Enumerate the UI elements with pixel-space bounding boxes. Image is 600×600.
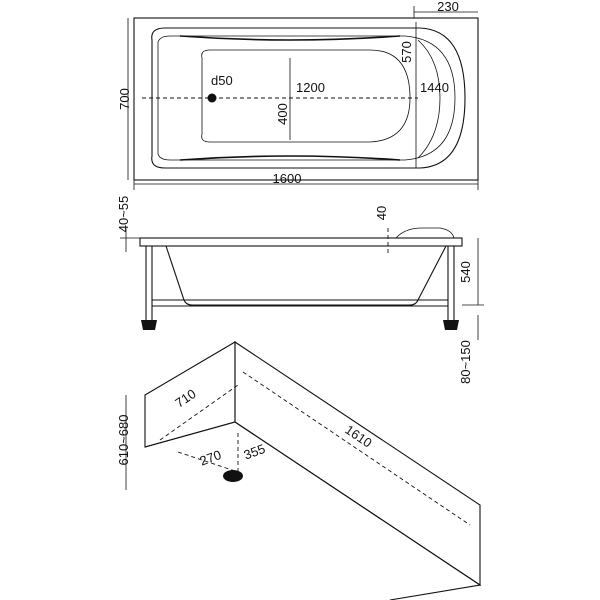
- inner-width-label: 570: [399, 41, 414, 63]
- back-wall: [234, 340, 481, 587]
- step-label: 40: [374, 206, 389, 220]
- bottom-length-label: 1200: [296, 80, 325, 95]
- tub-bottom: [201, 49, 411, 143]
- inner-length-label: 1440: [420, 80, 449, 95]
- foot-right: [443, 320, 459, 330]
- length-label: 1600: [273, 171, 302, 186]
- headrest-side: [395, 227, 455, 239]
- headrest-curve: [417, 39, 441, 159]
- headrest-label: 230: [437, 0, 459, 14]
- bottom-width-label: 400: [275, 103, 290, 125]
- niche-length-label: 1610: [342, 422, 374, 451]
- niche-width-label: 710: [172, 386, 198, 411]
- niche-length-dim-line: [242, 371, 471, 526]
- width-label: 700: [117, 88, 132, 110]
- niche-height-label: 610~680: [116, 415, 131, 466]
- tub-rim-side: [139, 237, 463, 247]
- foot-left: [141, 320, 157, 330]
- depth-label: 540: [458, 261, 473, 283]
- drain-label: d50: [211, 73, 233, 88]
- tub-inner-rim: [151, 27, 466, 169]
- niche-width-dim-line: [159, 384, 239, 441]
- floor-edges: [144, 421, 482, 600]
- drain-hole-niche: [223, 470, 243, 482]
- side-view: 40~55 40 540 80~150: [116, 196, 484, 384]
- tub-inner-rim-2: [157, 35, 456, 161]
- drain-offset-dim-line: [177, 451, 239, 473]
- legs-label: 80~150: [458, 340, 473, 384]
- top-view: 230 700 d50 1200 1440 570 400 1600: [117, 0, 479, 190]
- drain-offset-label: 270: [198, 447, 224, 469]
- rim-shading-top: [179, 35, 401, 41]
- rim-label: 40~55: [116, 196, 131, 233]
- tub-body-side: [165, 245, 447, 306]
- rim-shading-bottom: [179, 155, 401, 161]
- side-wall: [144, 341, 236, 448]
- tub-outline: [133, 17, 479, 181]
- drain-side-label: 355: [242, 441, 268, 463]
- niche-view: 610~680 710 1610 270 355: [116, 340, 482, 600]
